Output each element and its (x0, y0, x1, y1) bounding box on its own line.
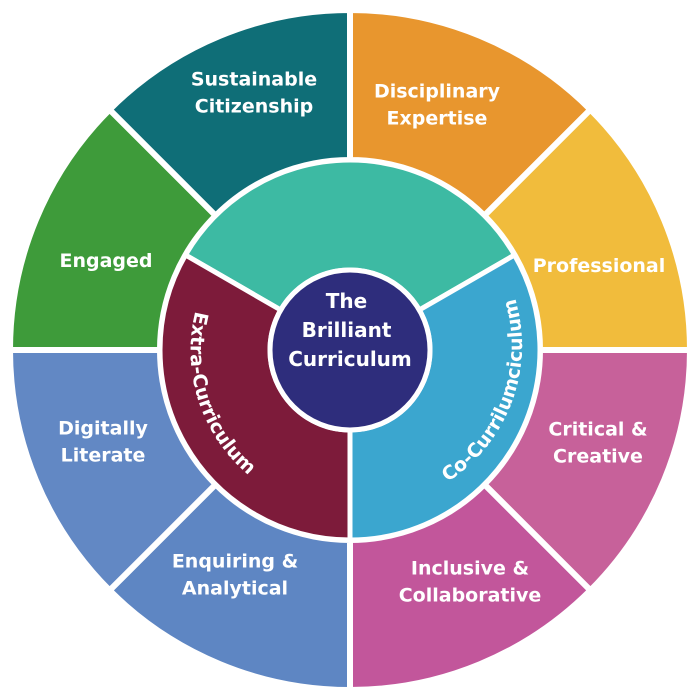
segment-label-line: Professional (533, 255, 666, 277)
segment-critical-creative-label: Critical & Creative (548, 419, 647, 468)
segment-label-line: Inclusive & (411, 558, 529, 580)
center-circle (267, 267, 433, 433)
segment-label-line: Literate (61, 445, 146, 467)
segment-label-line: Disciplinary (374, 81, 501, 103)
segment-inclusive-collaborative-label: Inclusive & Collaborative (399, 558, 542, 607)
center-label-line: Brilliant (302, 318, 392, 342)
center-label: The Brilliant Curriculum (288, 289, 412, 371)
segment-label-line: Collaborative (399, 585, 542, 607)
segment-label-line: Engaged (59, 250, 152, 272)
segment-professional-label: Professional (533, 255, 666, 277)
segment-label-line: Analytical (182, 578, 288, 600)
segment-label-line: Sustainable (191, 69, 317, 91)
segment-label-line: Citizenship (195, 96, 313, 118)
segment-enquiring-analytical-label: Enquiring & Analytical (172, 551, 298, 600)
segment-label-line: Enquiring & (172, 551, 298, 573)
center-hub: The Brilliant Curriculum (267, 267, 433, 433)
center-label-line: Curriculum (288, 347, 412, 371)
segment-label-line: Digitally (58, 418, 148, 440)
segment-label-line: Expertise (387, 108, 488, 130)
segment-engaged-label: Engaged (59, 250, 152, 272)
segment-label-line: Critical & (548, 419, 647, 441)
center-label-line: The (326, 289, 367, 313)
segment-label-line: Creative (553, 446, 643, 468)
